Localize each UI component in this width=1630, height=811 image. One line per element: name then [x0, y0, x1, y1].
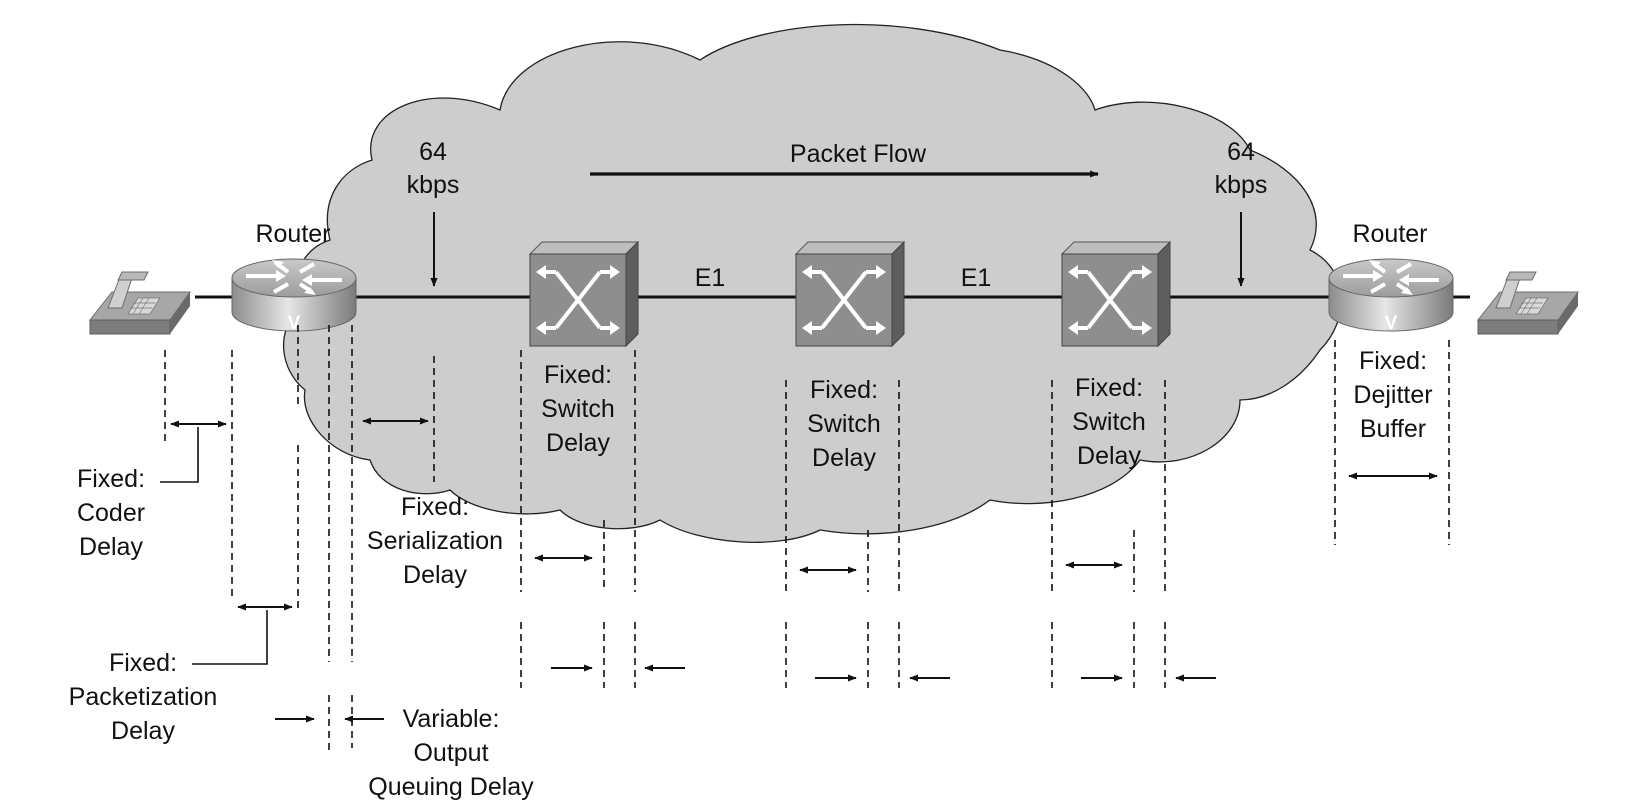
svg-text:Fixed:: Fixed: [544, 361, 612, 389]
switch-1-delay-label: Fixed: Switch Delay [541, 361, 615, 457]
switch-1-delay-marker [520, 350, 685, 688]
telephone-icon [1477, 271, 1579, 335]
svg-text:Delay: Delay [403, 561, 467, 589]
svg-text:Packetization: Packetization [69, 683, 218, 711]
right-router-label: Router [1352, 220, 1427, 248]
svg-text:Fixed:: Fixed: [109, 649, 177, 677]
svg-text:Queuing Delay: Queuing Delay [368, 773, 534, 801]
right-link-speed: 64 kbps [1215, 138, 1268, 199]
serialization-delay-label: Fixed: Serialization Delay [367, 493, 503, 589]
left-speed-value: 64 [419, 138, 447, 166]
queuing-delay-label: Variable: Output Queuing Delay [368, 705, 534, 801]
svg-text:Delay: Delay [1077, 442, 1141, 470]
router-emblem: V [1385, 313, 1398, 334]
svg-text:Delay: Delay [79, 533, 143, 561]
coder-delay-marker [160, 350, 233, 505]
svg-text:Fixed:: Fixed: [1359, 347, 1427, 375]
packetization-delay-marker [192, 325, 299, 665]
right-speed-unit: kbps [1215, 171, 1268, 199]
svg-text:Fixed:: Fixed: [401, 493, 469, 521]
svg-text:Output: Output [413, 739, 488, 767]
dejitter-buffer-marker [1334, 340, 1450, 545]
svg-text:Fixed:: Fixed: [810, 376, 878, 404]
packet-flow-label: Packet Flow [790, 140, 927, 168]
right-router: V Router [1327, 220, 1455, 334]
svg-text:Switch: Switch [541, 395, 615, 423]
svg-text:Dejitter: Dejitter [1353, 381, 1432, 409]
trunk-label-2: E1 [961, 264, 992, 292]
svg-text:Delay: Delay [812, 444, 876, 472]
svg-text:Switch: Switch [807, 410, 881, 438]
switch-2-delay-label: Fixed: Switch Delay [807, 376, 881, 472]
atm-switch-icon [528, 240, 640, 348]
left-router-label: Router [255, 220, 330, 248]
svg-text:Switch: Switch [1072, 408, 1146, 436]
switch-3-delay-label: Fixed: Switch Delay [1072, 374, 1146, 470]
switch-2-delay-marker [785, 380, 950, 688]
svg-text:Fixed:: Fixed: [1075, 374, 1143, 402]
svg-text:Variable:: Variable: [403, 705, 500, 733]
svg-text:Coder: Coder [77, 499, 145, 527]
left-speed-unit: kbps [407, 171, 460, 199]
right-speed-value: 64 [1227, 138, 1255, 166]
trunk-label-1: E1 [695, 264, 726, 292]
switch-3-delay-marker [1051, 380, 1216, 688]
coder-delay-label: Fixed: Coder Delay [77, 465, 145, 561]
serialization-delay-marker [362, 356, 435, 482]
svg-text:Delay: Delay [111, 717, 175, 745]
svg-text:Delay: Delay [546, 429, 610, 457]
dejitter-buffer-label: Fixed: Dejitter Buffer [1353, 347, 1432, 443]
atm-switch-icon [1060, 240, 1172, 348]
left-link-speed: 64 kbps [407, 138, 460, 199]
svg-text:Buffer: Buffer [1360, 415, 1426, 443]
telephone-icon [89, 271, 191, 335]
atm-switch-icon [794, 240, 906, 348]
svg-text:Serialization: Serialization [367, 527, 503, 555]
queuing-delay-marker [275, 325, 384, 750]
svg-text:Fixed:: Fixed: [77, 465, 145, 493]
packetization-delay-label: Fixed: Packetization Delay [69, 649, 218, 745]
